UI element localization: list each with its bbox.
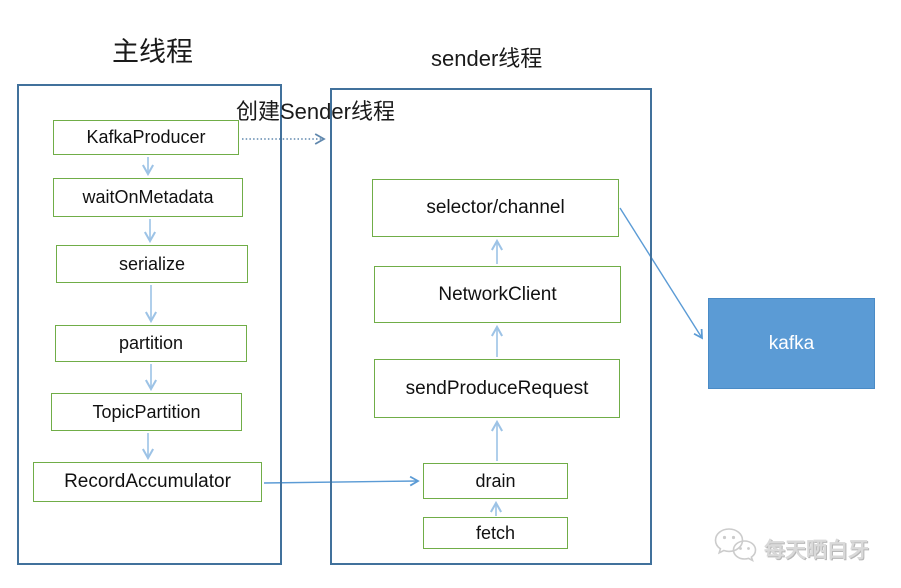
node-recordaccumulator: RecordAccumulator <box>33 462 262 502</box>
main-thread-title: 主线程 <box>112 37 193 67</box>
node-drain: drain <box>423 463 568 499</box>
node-fetch: fetch <box>423 517 568 549</box>
node-sendproducerequest: sendProduceRequest <box>374 359 620 418</box>
node-waitonmetadata: waitOnMetadata <box>53 178 243 217</box>
node-serialize: serialize <box>56 245 248 283</box>
watermark-text: 每天晒白牙 <box>764 538 869 562</box>
node-kafka: kafka <box>708 298 875 389</box>
sender-thread-title: sender线程 <box>431 46 543 71</box>
main-thread-container <box>17 84 282 565</box>
watermark: 每天晒白牙 <box>712 526 869 571</box>
node-networkclient: NetworkClient <box>374 266 621 323</box>
node-topicpartition: TopicPartition <box>51 393 242 431</box>
node-partition: partition <box>55 325 247 362</box>
wechat-bubbles-icon <box>712 526 758 571</box>
node-kafkaproducer: KafkaProducer <box>53 120 239 155</box>
sender-thread-container <box>330 88 652 565</box>
node-selector-channel: selector/channel <box>372 179 619 237</box>
create-sender-edge-label: 创建Sender线程 <box>236 99 395 124</box>
